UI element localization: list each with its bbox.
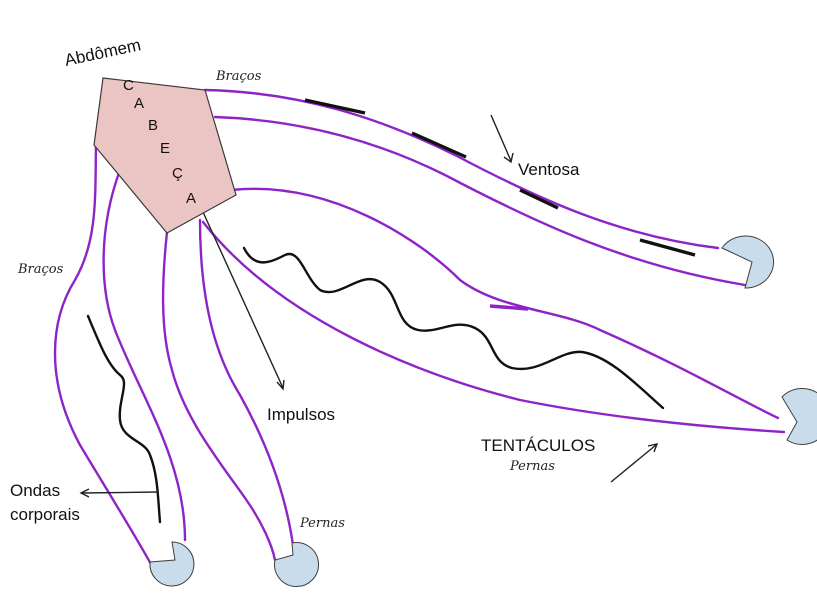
sucker-disc-right bbox=[782, 388, 817, 444]
tentaculos-arrow bbox=[611, 445, 656, 482]
middle-leg-left-edge bbox=[163, 232, 275, 560]
sucker-mark-2 bbox=[412, 133, 466, 157]
head-letter-6: A bbox=[186, 190, 196, 207]
head-letter-2: A bbox=[134, 95, 144, 112]
sucker-mark-1 bbox=[305, 100, 365, 113]
legs-label-bottom: Pernas bbox=[299, 516, 345, 531]
head-letter-5: Ç bbox=[172, 165, 183, 182]
ventosa-arrow bbox=[491, 115, 511, 161]
ventosa-label: Ventosa bbox=[518, 160, 580, 179]
top-arm-lower-edge bbox=[215, 117, 745, 285]
impulsos-label: Impulsos bbox=[267, 405, 335, 424]
left-arm-outer-edge bbox=[55, 145, 152, 566]
sucker-disc-bottom-left bbox=[150, 542, 194, 586]
body-wave-left bbox=[88, 316, 160, 522]
arms-label-top: Braços bbox=[215, 69, 262, 84]
arms-label-left: Braços bbox=[17, 262, 64, 277]
sucker-disc-top-right bbox=[722, 236, 774, 288]
head-letter-4: E bbox=[160, 140, 170, 157]
right-tentacle-upper-edge bbox=[232, 189, 778, 418]
body-waves-label-line2: corporais bbox=[10, 505, 80, 524]
ondas-arrow bbox=[82, 492, 158, 493]
sucker-disc-bottom-middle bbox=[275, 543, 319, 587]
body-waves-label-line1: Ondas bbox=[10, 481, 60, 500]
legs-label-right: Pernas bbox=[509, 459, 555, 474]
sucker-marks bbox=[305, 100, 695, 309]
body-wave-right bbox=[244, 248, 663, 408]
body-waves bbox=[88, 248, 663, 522]
abdomen-label: Abdômem bbox=[63, 35, 143, 70]
top-arm-upper-edge bbox=[205, 90, 718, 248]
head-letter-1: C bbox=[123, 77, 134, 94]
sucker-mark-3 bbox=[520, 190, 558, 208]
impulsos-arrow bbox=[203, 212, 283, 388]
tentaculos-label: TENTÁCULOS bbox=[481, 436, 595, 455]
head-letter-3: B bbox=[148, 117, 158, 134]
